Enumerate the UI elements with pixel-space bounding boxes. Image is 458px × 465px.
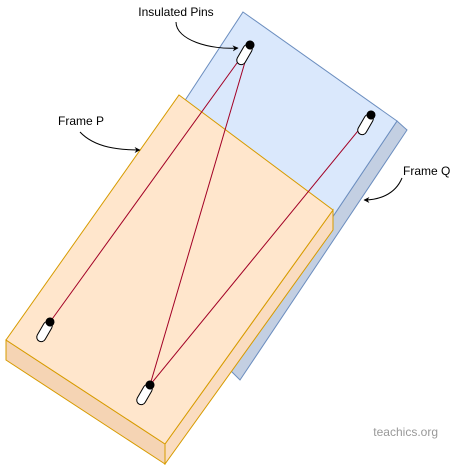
pin-top-head (245, 40, 255, 50)
label-frame-p: Frame P (58, 114, 104, 128)
pin-bottom-head (145, 380, 155, 390)
pin-left-head (45, 317, 55, 327)
pin-top (236, 40, 255, 66)
frame-p (5, 94, 334, 465)
arrow-insulated-pins (175, 21, 239, 52)
pin-bottom (136, 380, 155, 406)
label-frame-q: Frame Q (403, 164, 450, 178)
wires (49, 44, 372, 386)
watermark: teachics.org (373, 425, 438, 439)
label-insulated-pins: Insulated Pins (138, 5, 213, 19)
arrow-frame-p (79, 131, 141, 153)
wire-top-to-bottom (149, 44, 251, 386)
frame-p-top (5, 94, 334, 445)
pin-right (357, 110, 376, 136)
pin-left (36, 317, 55, 343)
pin-right-head (366, 110, 376, 120)
wire-bottom-to-right (149, 114, 372, 386)
arrow-frame-q (363, 177, 403, 203)
wire-left-to-top (49, 44, 251, 323)
